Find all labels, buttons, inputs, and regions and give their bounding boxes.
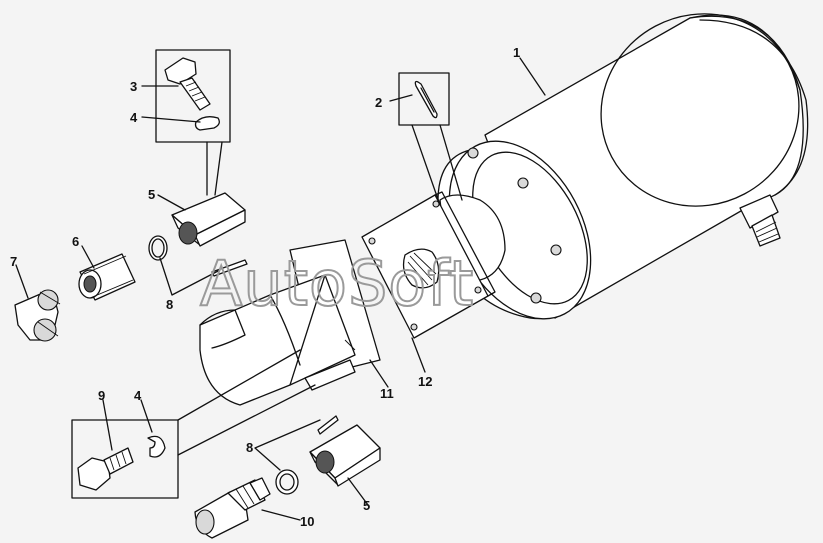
callout-6: 6 bbox=[72, 234, 79, 249]
callout-9: 9 bbox=[98, 388, 105, 403]
part-2-cotter-pin-box bbox=[398, 72, 463, 206]
part-11-pump-body bbox=[199, 239, 381, 406]
callout-4-bottom: 4 bbox=[134, 388, 142, 403]
callout-leader-lines bbox=[15, 57, 546, 521]
callout-7: 7 bbox=[10, 254, 17, 269]
callout-5-top: 5 bbox=[148, 187, 155, 202]
callout-2: 2 bbox=[375, 95, 382, 110]
part-5-coupling-block-top bbox=[171, 192, 246, 247]
callout-labels: 1 2 3 4 5 6 7 8 9 4 8 5 10 11 12 bbox=[10, 45, 520, 529]
callout-4-top: 4 bbox=[130, 110, 138, 125]
part-8-oring-pin-bottom bbox=[275, 415, 339, 495]
callout-5-bottom: 5 bbox=[363, 498, 370, 513]
callout-8-top: 8 bbox=[166, 297, 173, 312]
callout-8-bottom: 8 bbox=[246, 440, 253, 455]
part-12-flange-plate bbox=[361, 191, 496, 339]
callout-10: 10 bbox=[300, 514, 314, 529]
part-5-coupling-block-bottom bbox=[309, 424, 381, 487]
part-7-elbow-fitting bbox=[14, 289, 61, 342]
part-6-adapter-sleeve bbox=[78, 253, 136, 301]
part-8-oring-pin-top bbox=[148, 235, 248, 277]
callout-3: 3 bbox=[130, 79, 137, 94]
watermark-text: AutoSoft bbox=[200, 247, 474, 320]
part-10-threaded-fitting bbox=[194, 477, 271, 539]
parts-3-4-bolt-washer-box bbox=[155, 49, 231, 196]
callout-12: 12 bbox=[418, 374, 432, 389]
parts-9-4-bolt-washer-box bbox=[71, 349, 316, 499]
callout-1: 1 bbox=[513, 45, 520, 60]
callout-11: 11 bbox=[380, 386, 394, 401]
